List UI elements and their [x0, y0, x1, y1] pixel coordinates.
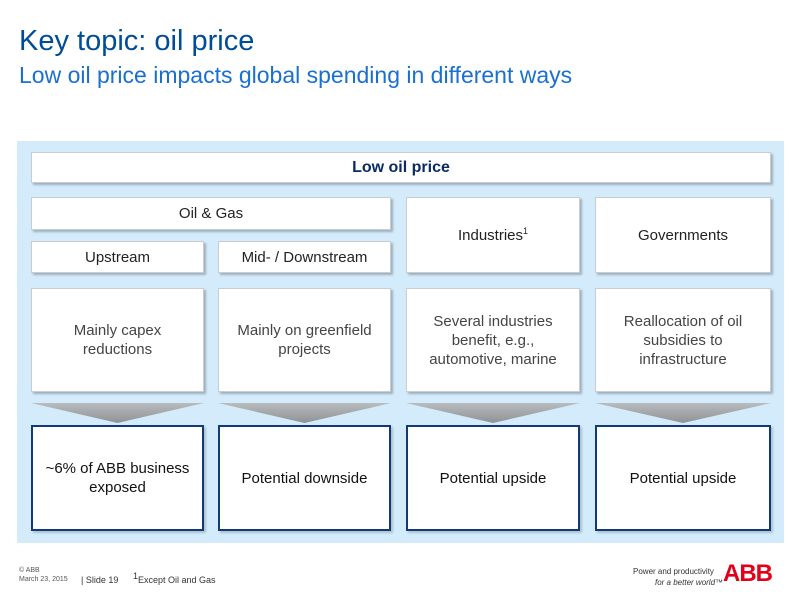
root-label: Low oil price [352, 159, 450, 176]
oil-gas-box: Oil & Gas [31, 197, 391, 230]
footnote-text: Except Oil and Gas [138, 575, 216, 585]
industries-label: Industries1 [457, 225, 529, 244]
description-box-upstream: Mainly capex reductions [31, 288, 204, 392]
governments-box: Governments [595, 197, 771, 273]
down-arrow-icon [31, 401, 204, 423]
outcome-text: Potential upside [629, 469, 737, 487]
description-box-midstream: Mainly on greenfield projects [218, 288, 391, 392]
abb-logo: ABB [723, 560, 773, 587]
governments-label: Governments [637, 226, 729, 244]
footer-slide-number: | Slide 19 [81, 575, 119, 585]
outcome-box-industries: Potential upside [406, 425, 580, 531]
footnote-marker: 1 [133, 571, 139, 581]
description-text: Several industries benefit, e.g., automo… [429, 312, 557, 368]
midstream-label: Mid- / Downstream [241, 248, 368, 266]
oil-gas-label: Oil & Gas [178, 205, 244, 222]
midstream-box: Mid- / Downstream [218, 241, 391, 273]
description-text: Reallocation of oil subsidies to infrast… [623, 312, 743, 368]
down-arrow-icon [406, 401, 580, 423]
footer-copyright: © ABB [19, 567, 40, 574]
slide-title: Key topic: oil price [19, 25, 255, 57]
footnote-marker: 1 [523, 225, 529, 236]
down-arrow-icon [595, 401, 771, 423]
tagline-line-2: for a better world™ [655, 578, 724, 587]
outcome-box-upstream: ~6% of ABB business exposed [31, 425, 204, 531]
outcome-box-midstream: Potential downside [218, 425, 391, 531]
outcome-text: Potential upside [439, 469, 547, 487]
industries-box: Industries1 [406, 197, 580, 273]
root-box-low-oil-price: Low oil price [31, 152, 771, 183]
outcome-text: ~6% of ABB business exposed [45, 460, 190, 496]
upstream-box: Upstream [31, 241, 204, 273]
tagline-line-1: Power and productivity [633, 567, 714, 576]
description-box-governments: Reallocation of oil subsidies to infrast… [595, 288, 771, 392]
footer-date: March 23, 2015 [19, 576, 68, 583]
outcome-text: Potential downside [241, 469, 368, 487]
down-arrow-icon [218, 401, 391, 423]
outcome-box-governments: Potential upside [595, 425, 771, 531]
description-box-industries: Several industries benefit, e.g., automo… [406, 288, 580, 392]
description-text: Mainly capex reductions [73, 322, 162, 358]
upstream-label: Upstream [84, 248, 151, 266]
description-text: Mainly on greenfield projects [237, 322, 372, 358]
footer-footnote: 1Except Oil and Gas [133, 572, 216, 586]
slide-subtitle: Low oil price impacts global spending in… [19, 62, 573, 88]
